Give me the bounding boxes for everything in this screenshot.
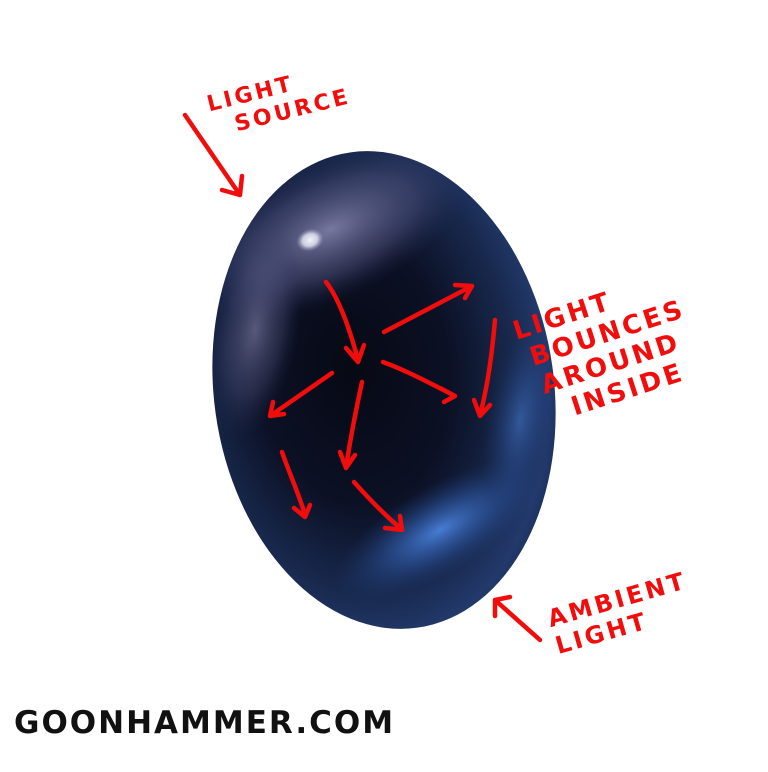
bounce-arrow-icon — [471, 317, 498, 419]
bounce-arrow-icon — [267, 370, 335, 419]
ambient-light-arrow-icon — [492, 594, 543, 643]
bounce-arrow-icon — [323, 279, 367, 365]
site-watermark: GOONHAMMER.COM — [14, 705, 396, 741]
light-source-arrow-icon — [182, 112, 245, 198]
bounce-arrow-icon — [337, 379, 365, 471]
gem-body — [190, 140, 559, 629]
bounce-arrow-icon — [381, 282, 475, 335]
specular-highlight — [296, 228, 324, 252]
bounce-arrow-icon — [351, 479, 405, 533]
bounce-arrow-icon — [380, 359, 458, 405]
annotation-arrows — [182, 112, 543, 643]
bounce-arrow-icon — [279, 449, 313, 520]
